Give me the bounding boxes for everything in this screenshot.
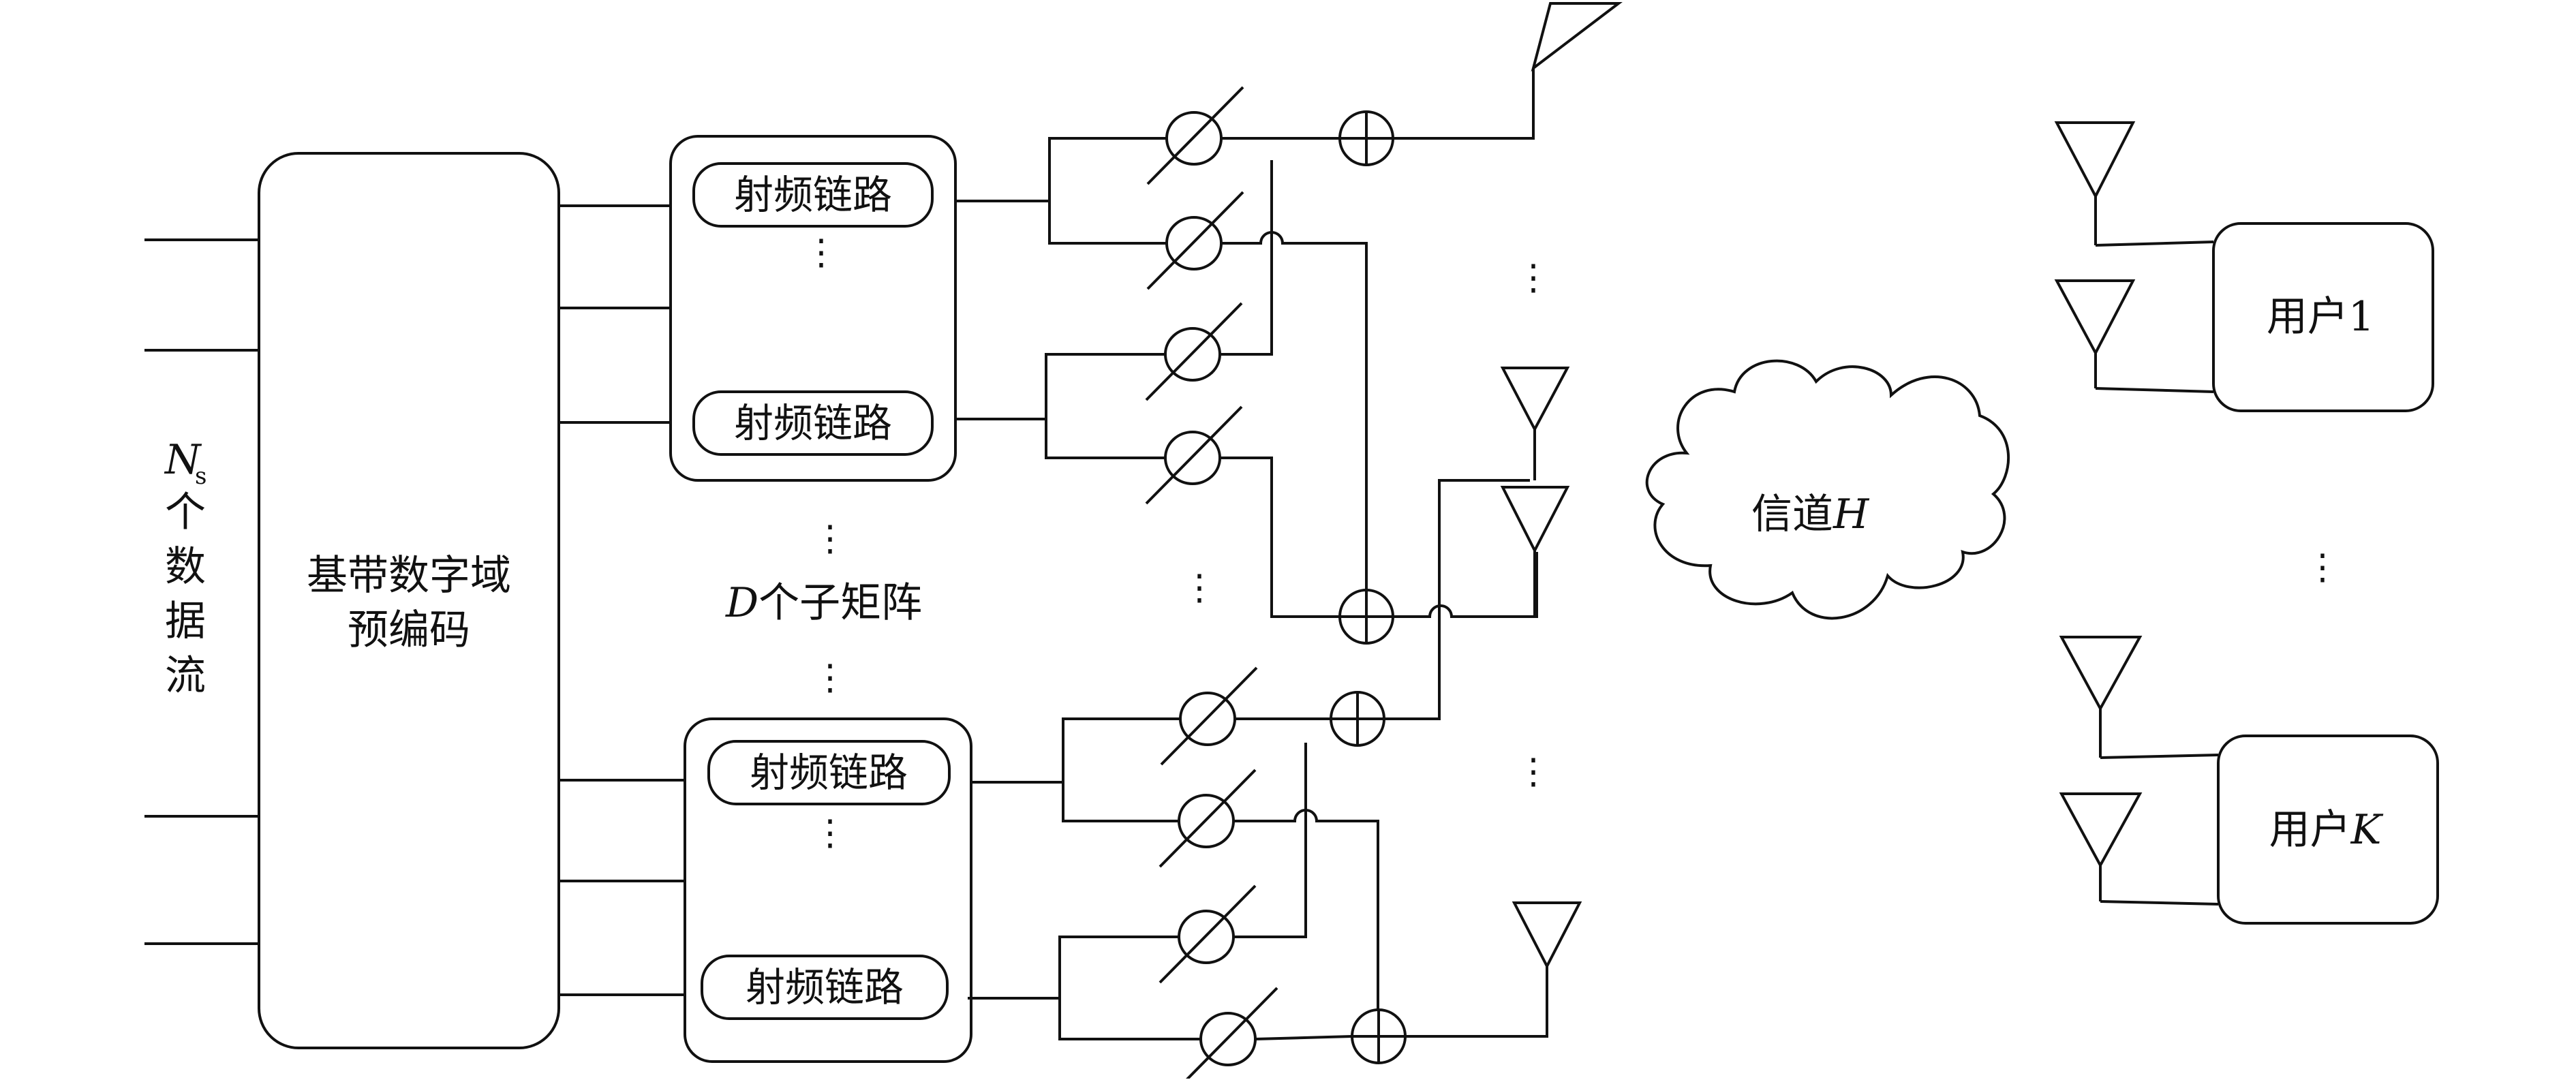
rf-chain-label: 射频链路 [734,172,892,218]
rf-chain-3: 射频链路 [707,740,951,805]
antenna-ellipsis: ⋮ [1516,752,1551,792]
rf-chain-2: 射频链路 [692,390,934,456]
combiner [1338,110,1394,166]
antenna-icon [1500,486,1570,617]
rf-chain-label: 射频链路 [734,400,892,446]
input-streams [144,238,259,945]
antenna-icon [1512,901,1582,970]
stream-label-char-4: 流 [165,652,206,700]
rf-chain-4: 射频链路 [701,955,949,1020]
user-1-terminal: 用户1 [2054,121,2434,412]
stream-count-subscript: s [195,463,206,490]
rf-chain-ellipsis: ⋮ [812,813,848,854]
submatrix-ellipsis-top: ⋮ [812,519,848,559]
submatrix-1: 射频链路 ⋮ 射频链路 [669,135,957,482]
channel-label: 信道 [1751,491,1833,538]
antenna-icon [2059,636,2143,758]
antenna-icon [1531,2,1623,72]
submatrix-symbol: D [725,579,758,627]
phase-shifter [1160,666,1258,766]
user-k-terminal: 用户K [2059,636,2439,925]
antenna-icon [2054,279,2136,388]
phase-shifter [1146,191,1244,290]
stream-count-symbol: N [164,436,202,484]
rf-chain-label: 射频链路 [746,964,904,1010]
stream-label-char-2: 数 [165,543,206,591]
antenna-icon [2054,121,2136,245]
user-k-id: K [2350,806,2384,854]
channel-symbol: H [1833,491,1870,538]
combiner [1330,691,1385,747]
user-1-label: 用户 [2267,293,2348,341]
antenna-icon [1500,367,1570,480]
phase-shifter [1182,987,1278,1082]
svg-text:D个子矩阵: D个子矩阵 [725,579,922,627]
rf-chain-label: 射频链路 [750,749,908,796]
svg-text:用户K: 用户K [2269,806,2384,854]
phase-shifter-network-top: ⋮ [955,68,1538,645]
baseband-label-line1: 基带数字域 [307,552,511,600]
svg-text:用户1: 用户1 [2267,293,2374,341]
phase-shifter [1146,86,1244,185]
antenna-ellipsis: ⋮ [1516,258,1551,298]
user-k-label: 用户 [2269,806,2351,854]
stream-label-char-3: 据 [165,598,206,645]
rf-chain-1: 射频链路 [692,162,934,228]
input-streams-label: N s 个 数 据 流 [164,436,206,700]
base-station-antennas: ⋮ ⋮ [1500,2,1623,970]
phase-shifter [1145,302,1243,401]
phase-shifter [1145,405,1243,505]
phase-shifter [1159,884,1257,984]
stream-label-char-1: 个 [165,489,206,536]
user-1-id: 1 [2348,293,2374,341]
submatrix-count-label: ⋮ D个子矩阵 ⋮ [725,519,922,698]
user-ellipsis: ⋮ [2305,547,2340,588]
submatrix-d: 射频链路 ⋮ 射频链路 [684,717,972,1063]
submatrix-text: 个子矩阵 [758,579,922,627]
phase-shifter [1159,769,1257,868]
combiner [1338,589,1394,645]
submatrix-ellipsis-bottom: ⋮ [812,658,848,698]
baseband-label-line2: 预编码 [348,606,470,654]
rf-chain-ellipsis: ⋮ [803,232,839,273]
phase-shifter-network-bottom [968,479,1548,1082]
baseband-to-rf-links [559,204,685,996]
combiner [1351,1008,1407,1064]
antenna-icon [2059,792,2143,901]
baseband-precoder-block: 基带数字域 预编码 [258,152,560,1049]
svg-text:信道H: 信道H [1751,491,1870,538]
phase-shifter-ellipsis: ⋮ [1182,568,1217,608]
channel-cloud: 信道H [1645,359,2010,620]
